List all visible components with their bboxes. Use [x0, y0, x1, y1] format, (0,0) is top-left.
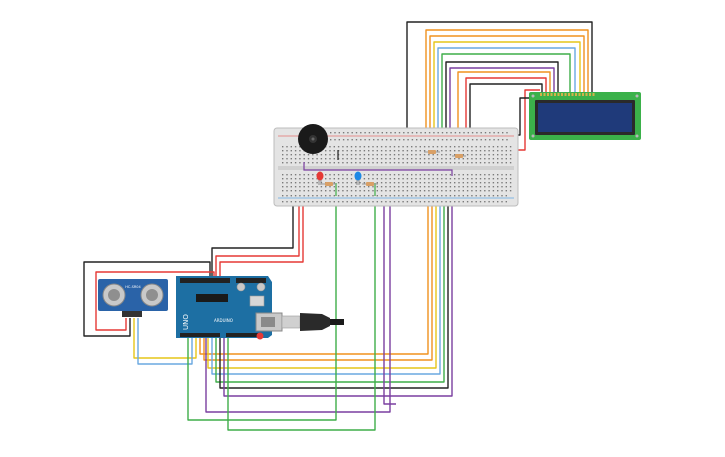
wire-lcd-blue[interactable] [437, 47, 576, 150]
resistor-4[interactable] [452, 154, 466, 158]
sensor-label: HC-SR04 [125, 285, 141, 289]
wire-lcd-black-3[interactable] [469, 83, 543, 150]
resistors [322, 150, 466, 186]
lcd-pin[interactable] [568, 93, 570, 96]
arduino-uno[interactable]: UNO ARDUINO [176, 276, 283, 340]
wire-power-red[interactable] [215, 198, 300, 276]
usb-port[interactable] [255, 312, 283, 332]
wire-power-black[interactable] [211, 198, 294, 276]
red-led[interactable] [316, 171, 324, 186]
ultrasonic-sensor[interactable]: HC-SR04 [98, 279, 168, 317]
resistor-3[interactable] [424, 150, 440, 154]
breadboard-jumpers [303, 150, 453, 196]
lcd-pin[interactable] [547, 93, 549, 96]
resistor-2[interactable] [362, 182, 378, 186]
lcd-pin[interactable] [564, 93, 567, 96]
leds [316, 171, 362, 186]
wire-lcd-yellow[interactable] [433, 41, 581, 150]
arduino-label: UNO [182, 314, 190, 330]
wire-sensor-red[interactable] [95, 271, 215, 331]
wire-d-purple[interactable] [223, 196, 453, 397]
blue-led[interactable] [354, 171, 362, 186]
wire-d-black[interactable] [219, 196, 449, 389]
wire-d-blue[interactable] [211, 196, 441, 375]
wire-lcd-purple[interactable] [449, 67, 555, 150]
wire-power-red-2[interactable] [219, 198, 304, 276]
wire-d-purple-2[interactable] [205, 196, 391, 413]
wire-lcd-orange-2[interactable] [429, 35, 585, 150]
lcd-pin[interactable] [554, 93, 556, 96]
wire-d-orange-1[interactable] [199, 196, 429, 355]
lcd-pin[interactable] [585, 93, 588, 96]
wire-d-green-3[interactable] [227, 196, 376, 431]
lcd-pin[interactable] [540, 93, 542, 96]
wire-lcd-green[interactable] [441, 53, 571, 150]
piezo-buzzer[interactable] [298, 124, 328, 154]
lcd-pin[interactable] [575, 93, 577, 96]
breadboard[interactable] [273, 127, 519, 207]
lcd-pin[interactable] [571, 93, 574, 96]
wires [83, 21, 593, 431]
lcd-pin[interactable] [582, 93, 584, 96]
arduino-sublabel: ARDUINO [214, 318, 233, 323]
wire-lcd-orange-1[interactable] [425, 29, 589, 150]
lcd-pin[interactable] [592, 93, 595, 96]
resistor-1[interactable] [322, 182, 336, 186]
lcd-pin[interactable] [550, 93, 553, 96]
lcd-pin-header [540, 93, 595, 96]
wire-d-orange-2[interactable] [203, 196, 433, 361]
wire-lcd-orange-3[interactable] [457, 71, 551, 150]
wire-sensor-black[interactable] [83, 261, 211, 337]
lcd-pin[interactable] [589, 93, 591, 96]
wire-lcd-black-top[interactable] [406, 21, 593, 150]
lcd-pin[interactable] [561, 93, 563, 96]
lcd-pin[interactable] [543, 93, 546, 96]
wire-d-purple-3[interactable] [383, 196, 396, 405]
wire-lcd-black-2[interactable] [445, 61, 559, 150]
wire-d-green[interactable] [215, 196, 445, 383]
wire-sensor-yellow[interactable] [133, 318, 197, 359]
wire-sensor-blue[interactable] [137, 318, 193, 365]
wire-lcd-red[interactable] [465, 77, 547, 150]
usb-cable[interactable] [281, 313, 344, 331]
wire-rail-red[interactable] [515, 89, 540, 151]
wire-d-green-2[interactable] [187, 196, 337, 421]
breadboard-holes [282, 132, 512, 203]
lcd-pin[interactable] [557, 93, 560, 96]
lcd-pin[interactable] [578, 93, 581, 96]
lcd-display[interactable] [529, 92, 641, 140]
wire-d-yellow[interactable] [207, 196, 437, 369]
